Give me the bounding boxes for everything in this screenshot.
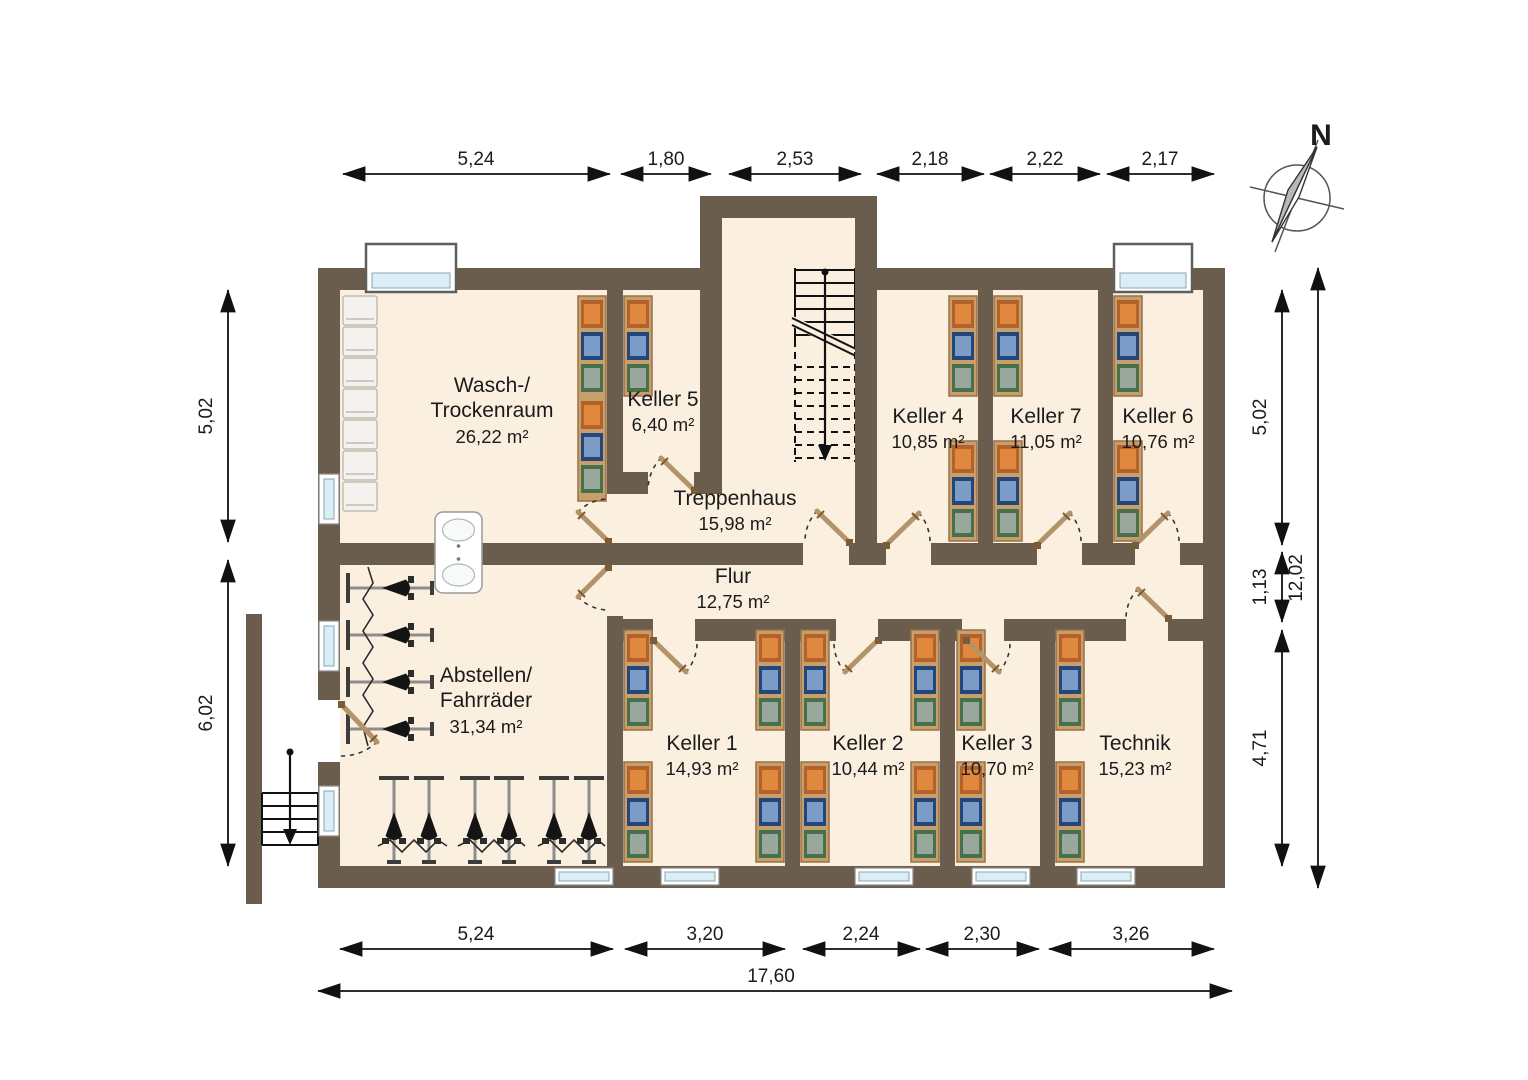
room-name: Abstellen/ — [440, 664, 532, 687]
window-top-keller6 — [1112, 242, 1194, 294]
dim-label: 2,24 — [843, 924, 880, 945]
door-keller6 — [1132, 510, 1180, 549]
window-bottom-technik — [1076, 867, 1136, 886]
double-sink-icon — [434, 511, 483, 594]
door-abstellen-exterior — [338, 701, 380, 757]
dim-label: 2,22 — [1027, 149, 1064, 170]
room-label-keller6: Keller 6 10,76 m² — [1121, 405, 1194, 452]
room-area: 14,93 m² — [665, 758, 738, 779]
window-left-abstellen-2 — [318, 785, 340, 837]
exterior-retaining-wall — [246, 614, 262, 904]
staircase-icon — [789, 268, 861, 462]
room-area: 15,98 m² — [698, 513, 771, 534]
room-area: 10,70 m² — [960, 758, 1033, 779]
dim-label: 5,24 — [458, 924, 495, 945]
door-treppenhaus — [804, 508, 853, 546]
room-label-keller2: Keller 2 10,44 m² — [831, 732, 904, 779]
dim-label: 17,60 — [747, 966, 795, 987]
dim-label: 3,20 — [687, 924, 724, 945]
room-area: 31,34 m² — [449, 716, 522, 737]
room-area: 6,40 m² — [632, 414, 695, 435]
room-label-flur: Flur 12,75 m² — [696, 565, 769, 612]
dimensions-left: 5,02 6,02 — [196, 289, 236, 867]
dimensions-bottom: 5,24 3,20 2,24 2,30 3,26 17,60 — [317, 924, 1233, 999]
room-area: 10,76 m² — [1121, 431, 1194, 452]
room-labels: Wasch-/ Trockenraum 26,22 m² Keller 5 6,… — [431, 374, 1195, 779]
windows — [318, 242, 1194, 886]
room-label-technik: Technik 15,23 m² — [1098, 732, 1171, 779]
dim-label: 5,02 — [1250, 399, 1271, 436]
dim-label: 4,71 — [1250, 730, 1271, 767]
room-name: Keller 5 — [627, 388, 698, 411]
room-name: Keller 2 — [832, 732, 903, 755]
window-bottom-keller3 — [971, 867, 1031, 886]
room-label-keller1: Keller 1 14,93 m² — [665, 732, 738, 779]
dim-label: 2,53 — [777, 149, 814, 170]
room-label-wasch-trockenraum: Wasch-/ Trockenraum 26,22 m² — [431, 374, 554, 447]
dim-label: 2,18 — [912, 149, 949, 170]
door-technik — [1125, 586, 1172, 622]
dim-label: 1,13 — [1250, 569, 1271, 606]
room-label-keller4: Keller 4 10,85 m² — [891, 405, 964, 452]
dim-label: 3,26 — [1113, 924, 1150, 945]
room-name: Fahrräder — [440, 689, 532, 712]
dim-label: 5,02 — [196, 398, 217, 435]
washing-machines — [342, 295, 378, 512]
door-waschraum — [575, 498, 612, 545]
room-name: Keller 3 — [961, 732, 1032, 755]
room-area: 10,44 m² — [831, 758, 904, 779]
window-bottom-keller2 — [854, 867, 914, 886]
door-keller7 — [1034, 510, 1082, 549]
room-area: 11,05 m² — [1010, 431, 1082, 452]
dim-label: 1,80 — [648, 149, 685, 170]
room-label-keller7: Keller 7 11,05 m² — [1010, 405, 1082, 452]
bicycles — [344, 566, 606, 866]
door-keller3 — [963, 637, 1011, 675]
compass-rose: N — [1249, 119, 1345, 253]
dim-label: 6,02 — [196, 695, 217, 732]
door-abstellen-flur — [575, 564, 612, 611]
exterior-stairs-icon — [261, 748, 319, 846]
room-area: 26,22 m² — [455, 426, 528, 447]
room-name: Wasch-/ — [454, 374, 530, 397]
window-left-wasch — [318, 473, 340, 525]
room-name: Keller 6 — [1122, 405, 1193, 428]
room-label-treppenhaus: Treppenhaus 15,98 m² — [674, 487, 797, 534]
room-name: Keller 1 — [666, 732, 737, 755]
room-area: 10,85 m² — [891, 431, 964, 452]
room-name: Flur — [715, 565, 751, 588]
room-label-abstellen-fahrraeder: Abstellen/ Fahrräder 31,34 m² — [440, 664, 532, 737]
room-area: 12,75 m² — [696, 591, 769, 612]
north-label: N — [1310, 119, 1332, 152]
room-name: Technik — [1099, 732, 1171, 755]
dimensions-right: 5,02 1,13 4,71 12,02 — [1250, 267, 1326, 889]
room-label-keller3: Keller 3 10,70 m² — [960, 732, 1033, 779]
dim-label: 2,30 — [964, 924, 1001, 945]
room-name: Treppenhaus — [674, 487, 797, 510]
door-keller5 — [647, 455, 698, 494]
door-keller4 — [883, 510, 931, 549]
room-name: Trockenraum — [431, 399, 554, 422]
door-keller1 — [650, 637, 698, 675]
room-area: 15,23 m² — [1098, 758, 1171, 779]
room-name: Keller 7 — [1010, 405, 1081, 428]
window-left-abstellen-1 — [318, 620, 340, 672]
door-keller2 — [833, 637, 882, 675]
dim-label: 12,02 — [1286, 554, 1307, 602]
dim-label: 5,24 — [458, 149, 495, 170]
dimensions-top: 5,24 1,80 2,53 2,18 2,22 2,17 — [342, 149, 1215, 182]
window-bottom-abstellen — [554, 867, 614, 886]
doors — [338, 455, 1180, 757]
dim-label: 2,17 — [1142, 149, 1179, 170]
window-bottom-keller1 — [660, 867, 720, 886]
room-name: Keller 4 — [892, 405, 964, 428]
room-label-keller5: Keller 5 6,40 m² — [627, 388, 698, 435]
window-top-wasch — [364, 242, 458, 294]
